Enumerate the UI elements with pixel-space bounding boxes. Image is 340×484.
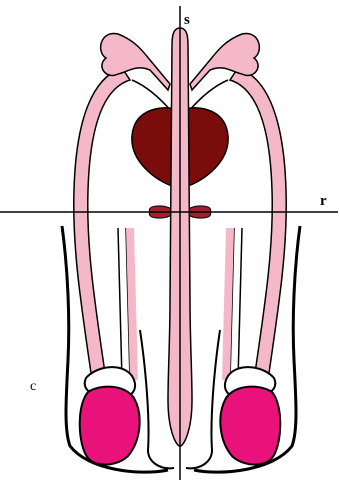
right-vas-deferens	[230, 68, 286, 380]
label-r: r	[320, 193, 327, 209]
label-c: c	[30, 379, 36, 394]
left-testis	[80, 387, 140, 465]
left-vas-deferens	[74, 68, 130, 380]
label-s: s	[184, 12, 190, 28]
right-testis	[220, 387, 280, 465]
